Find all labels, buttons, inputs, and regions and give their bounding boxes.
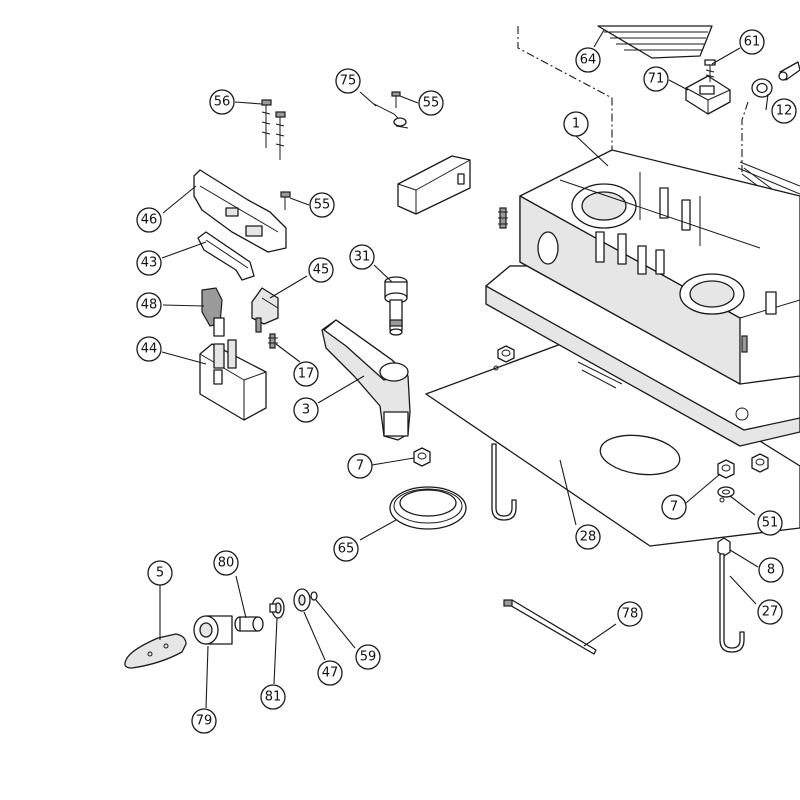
part-80-cylinder-core — [234, 616, 264, 632]
j-hook-under-plate — [491, 443, 517, 521]
part-5-release-lever — [124, 633, 187, 669]
part-1-main-housing — [485, 149, 800, 447]
callout-79: 79 — [191, 708, 217, 734]
callout-48: 48 — [136, 292, 162, 318]
callout-46: 46 — [136, 207, 162, 233]
part-55-screw-top — [391, 91, 401, 108]
svg-text:71: 71 — [648, 72, 665, 87]
callout-44: 44 — [136, 336, 162, 362]
svg-text:55: 55 — [423, 96, 440, 111]
leader-lines — [159, 29, 769, 709]
callout-51: 51 — [757, 510, 783, 536]
callout-61: 61 — [739, 29, 765, 55]
svg-text:17: 17 — [298, 367, 315, 382]
spring-housing — [498, 207, 508, 229]
callout-28: 28 — [575, 524, 601, 550]
callout-56: 56 — [209, 89, 235, 115]
callout-71: 71 — [643, 66, 669, 92]
part-78-tie-rod — [503, 599, 597, 655]
part-27-anchor-rod — [719, 553, 745, 653]
svg-text:12: 12 — [776, 104, 793, 119]
part-56-long-screws — [261, 99, 286, 160]
svg-text:59: 59 — [360, 650, 377, 665]
part-45-clip — [251, 287, 279, 333]
part-64-plate-stack — [597, 25, 713, 59]
svg-text:79: 79 — [196, 714, 213, 729]
svg-text:51: 51 — [762, 516, 779, 531]
pin-top-right — [778, 61, 800, 81]
callout-55-mid: 55 — [309, 192, 335, 218]
callout-55-top: 55 — [418, 90, 444, 116]
svg-text:64: 64 — [580, 53, 597, 68]
part-51-washer — [717, 486, 735, 498]
part-48-key — [201, 287, 225, 337]
part-71-bracket-block — [685, 75, 731, 115]
callout-5: 5 — [147, 560, 173, 586]
svg-text:78: 78 — [622, 607, 639, 622]
callout-8: 8 — [758, 557, 784, 583]
part-12-washer — [751, 78, 773, 98]
callout-7-right: 7 — [661, 494, 687, 520]
part-44-lock-housing — [199, 339, 267, 421]
svg-text:43: 43 — [141, 256, 158, 271]
callout-27: 27 — [757, 599, 783, 625]
svg-text:3: 3 — [302, 403, 310, 418]
callout-7-left: 7 — [347, 453, 373, 479]
assembly-guide-lines — [517, 26, 749, 172]
callout-12: 12 — [771, 98, 797, 124]
svg-text:7: 7 — [356, 459, 364, 474]
part-46-lever-housing — [193, 169, 287, 253]
part-31-bolt — [384, 276, 408, 336]
svg-text:44: 44 — [141, 342, 158, 357]
svg-text:7: 7 — [670, 500, 678, 515]
part-47-washer — [293, 588, 311, 612]
part-65-seal-ring — [389, 486, 467, 530]
part-7-nut-right — [717, 453, 769, 479]
svg-text:61: 61 — [744, 35, 761, 50]
svg-text:31: 31 — [354, 250, 371, 265]
part-3-handle — [321, 319, 411, 441]
part-55-screw-mid — [280, 191, 291, 210]
part-79-lock-cylinder — [193, 615, 233, 645]
callout-45: 45 — [308, 257, 334, 283]
callout-47: 47 — [317, 660, 343, 686]
svg-text:47: 47 — [322, 666, 339, 681]
part-75-spring-clip — [373, 103, 409, 129]
svg-text:65: 65 — [338, 542, 355, 557]
callout-43: 43 — [136, 250, 162, 276]
callout-59: 59 — [355, 644, 381, 670]
svg-text:1: 1 — [572, 117, 580, 132]
callout-65: 65 — [333, 536, 359, 562]
svg-text:46: 46 — [141, 213, 158, 228]
part-7-nut-left — [413, 447, 431, 467]
svg-text:56: 56 — [214, 95, 231, 110]
callout-17: 17 — [293, 361, 319, 387]
part-81-gear — [269, 597, 285, 619]
svg-text:45: 45 — [313, 263, 330, 278]
callout-75: 75 — [335, 68, 361, 94]
svg-text:80: 80 — [218, 556, 235, 571]
svg-text:81: 81 — [265, 690, 282, 705]
svg-text:8: 8 — [767, 563, 775, 578]
callout-1: 1 — [563, 111, 589, 137]
svg-text:48: 48 — [141, 298, 158, 313]
callout-81: 81 — [260, 684, 286, 710]
callout-31: 31 — [349, 244, 375, 270]
callout-80: 80 — [213, 550, 239, 576]
callout-78: 78 — [617, 601, 643, 627]
svg-text:5: 5 — [156, 566, 164, 581]
svg-text:27: 27 — [762, 605, 779, 620]
part-7-nut-plate — [497, 345, 515, 363]
part-8-anchor-head — [717, 537, 731, 557]
svg-text:28: 28 — [580, 530, 597, 545]
callout-64: 64 — [575, 47, 601, 73]
part-17-spring — [268, 333, 278, 349]
part-59-pin — [310, 591, 318, 601]
part-cover-block — [397, 155, 471, 215]
callout-3: 3 — [293, 397, 319, 423]
part-43-slider — [197, 231, 255, 281]
svg-text:75: 75 — [340, 74, 357, 89]
svg-text:55: 55 — [314, 198, 331, 213]
